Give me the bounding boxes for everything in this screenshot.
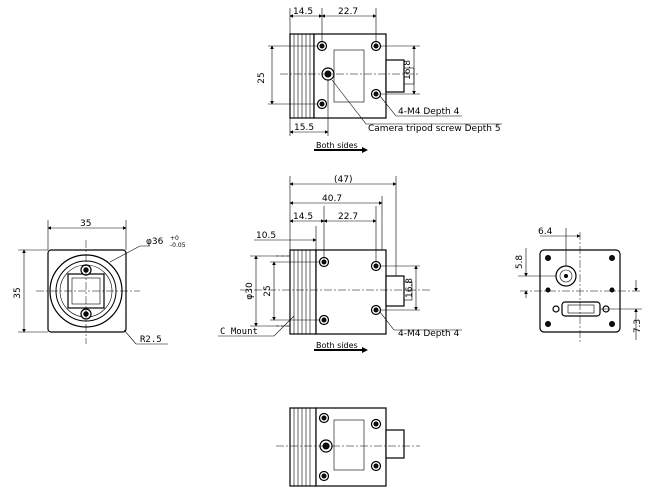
bottom-connector — [385, 429, 405, 459]
dim-15-5: 15.5 — [294, 123, 314, 133]
dim-6-4: 6.4 — [538, 227, 553, 237]
side-view: (47) 40.7 14.5 22.7 10.5 φ30 25 16.8 C M… — [218, 175, 462, 353]
side-connector — [385, 275, 405, 307]
dim-40-7: 40.7 — [322, 194, 342, 204]
rear-view: 6.4 5.8 7.3 — [515, 227, 643, 344]
dim-35-width: 35 — [80, 219, 91, 229]
dim-16-8-side: 16.8 — [405, 278, 415, 298]
dim-7-3: 7.3 — [633, 319, 643, 333]
note-tripod: Camera tripod screw Depth 5 — [368, 124, 501, 134]
dim-35-height: 35 — [13, 287, 23, 298]
both-sides-top: Both sides — [316, 141, 358, 150]
dim-25-side: 25 — [263, 285, 273, 296]
dim-14-5: 14.5 — [293, 7, 313, 17]
top-view: 14.5 22.7 25 16.8 15.5 4-M4 Depth 4 Came… — [257, 7, 502, 153]
bottom-label-plate — [333, 419, 365, 471]
note-m4-side: 4-M4 Depth 4 — [398, 329, 460, 339]
dim-dia36-tol-lower: -0.05 — [170, 242, 186, 249]
both-sides-side: Both sides — [316, 341, 358, 350]
note-c-mount: C Mount — [220, 327, 258, 337]
dim-47: (47) — [334, 175, 352, 185]
dim-r2-5: R2.5 — [140, 335, 162, 345]
dim-22-7: 22.7 — [338, 7, 358, 17]
top-connector — [385, 59, 405, 93]
dim-dia36: φ36 — [146, 237, 164, 247]
dim-5-8: 5.8 — [515, 255, 525, 270]
bottom-view — [276, 407, 420, 487]
dim-25: 25 — [257, 72, 267, 83]
dim-22-7-side: 22.7 — [338, 212, 358, 222]
dim-14-5-side: 14.5 — [293, 212, 313, 222]
note-m4-top: 4-M4 Depth 4 — [398, 107, 460, 117]
dim-10-5: 10.5 — [256, 231, 276, 241]
dim-16-8: 16.8 — [403, 60, 413, 80]
front-view: 35 35 φ36 +0 -0.05 R2.5 — [13, 219, 186, 345]
dim-dia30: φ30 — [245, 282, 255, 300]
screw-icon — [552, 305, 560, 313]
dim-dia36-tol-upper: +0 — [170, 235, 179, 242]
